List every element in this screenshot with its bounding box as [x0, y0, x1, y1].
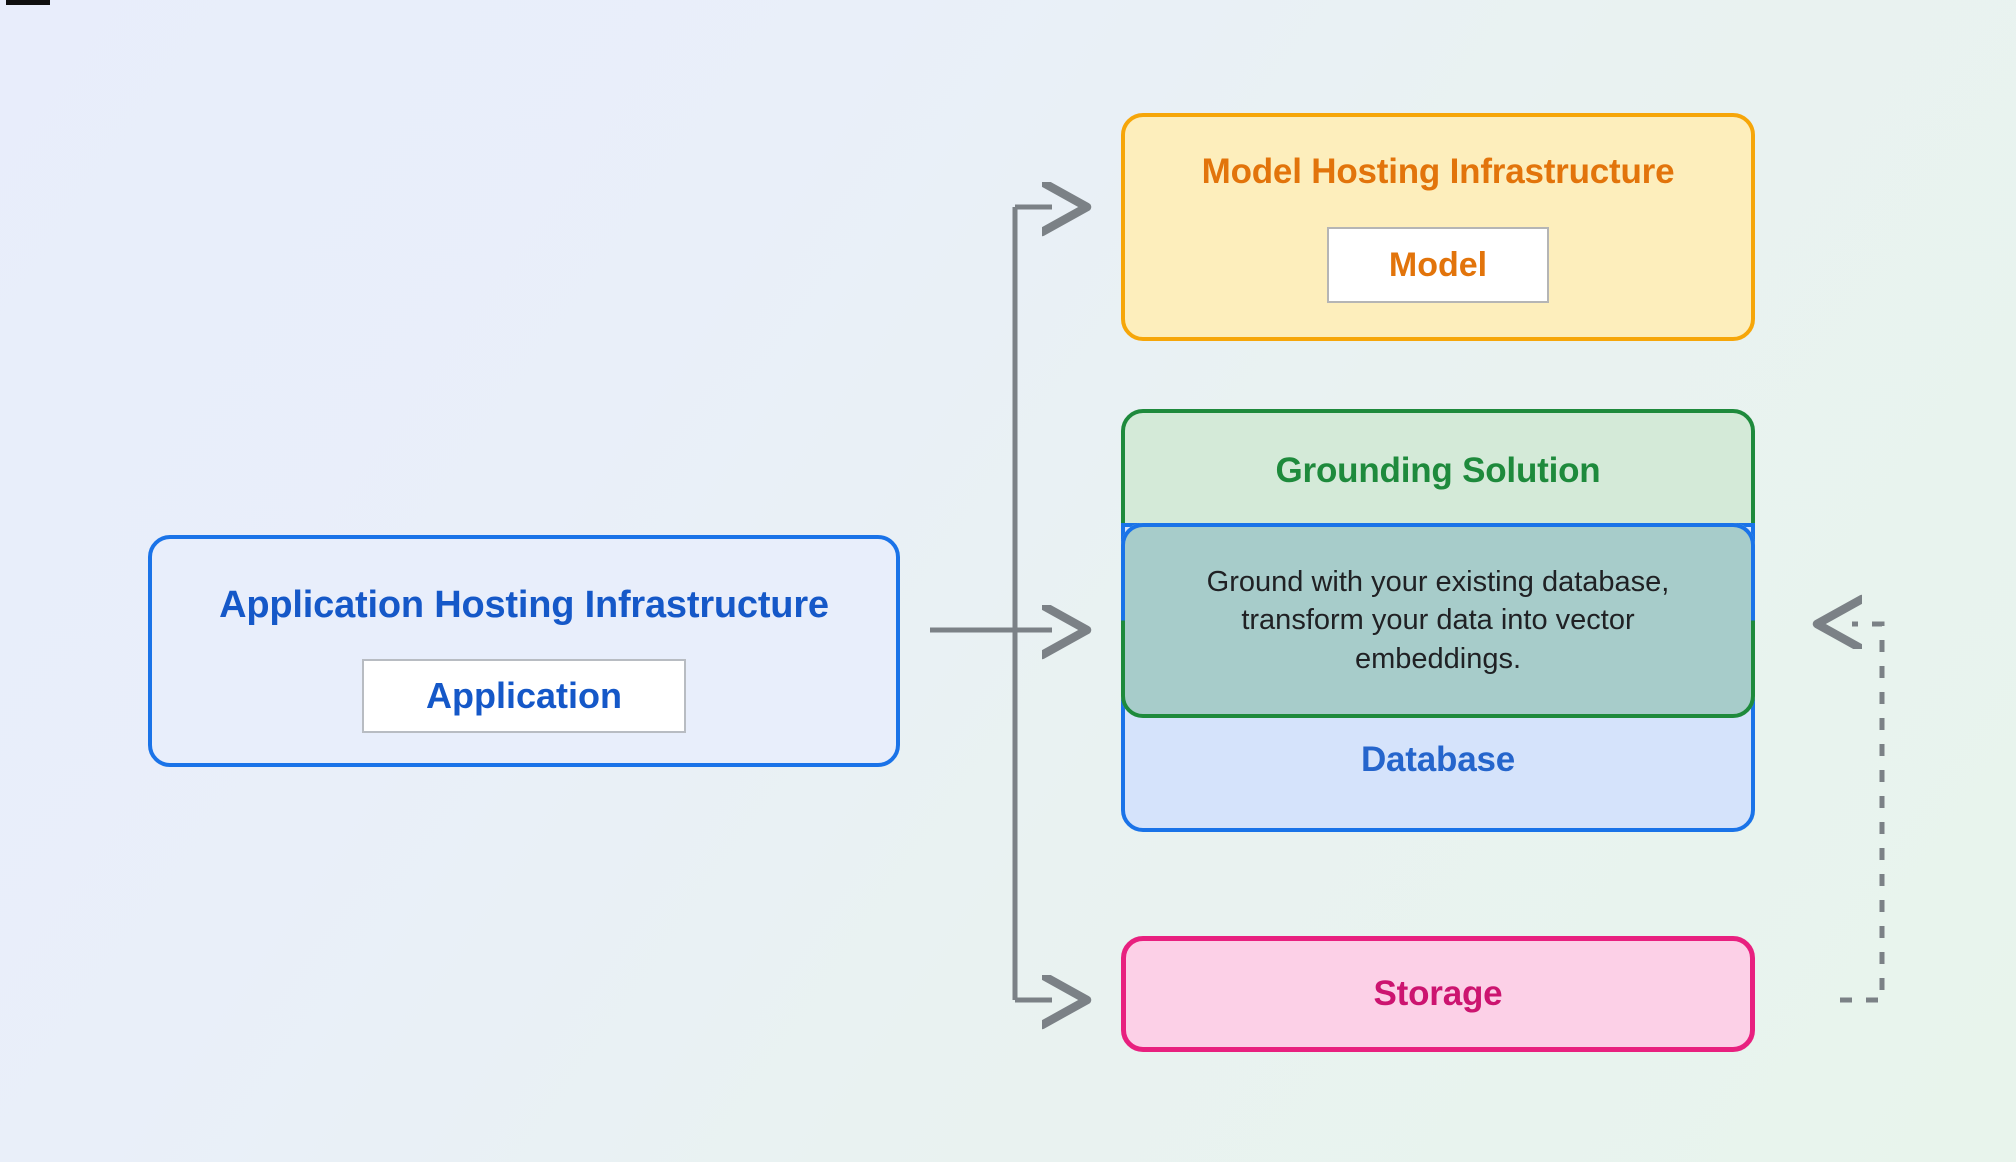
connector-storage-to-grounding	[1840, 624, 1885, 1003]
application-label: Application	[426, 675, 622, 716]
screen-artifact-bar	[6, 0, 50, 5]
connector-app-fanout	[930, 207, 1052, 1000]
node-application-hosting-infrastructure[interactable]: Application Hosting Infrastructure Appli…	[148, 535, 900, 767]
overlap-description: Ground with your existing database, tran…	[1206, 566, 1670, 675]
storage-label: Storage	[1373, 974, 1503, 1013]
node-model-hosting-infrastructure[interactable]: Model Hosting Infrastructure Model	[1121, 113, 1755, 341]
application-hosting-title: Application Hosting Infrastructure	[219, 584, 829, 626]
node-model[interactable]: Model	[1327, 227, 1549, 303]
model-label: Model	[1388, 245, 1488, 284]
node-application[interactable]: Application	[362, 659, 686, 733]
model-hosting-title: Model Hosting Infrastructure	[1201, 152, 1675, 191]
database-title: Database	[1360, 740, 1516, 779]
grounding-solution-title: Grounding Solution	[1275, 451, 1601, 490]
node-storage[interactable]: Storage	[1121, 936, 1755, 1052]
node-grounding-database-overlap[interactable]: Ground with your existing database, tran…	[1121, 523, 1755, 718]
